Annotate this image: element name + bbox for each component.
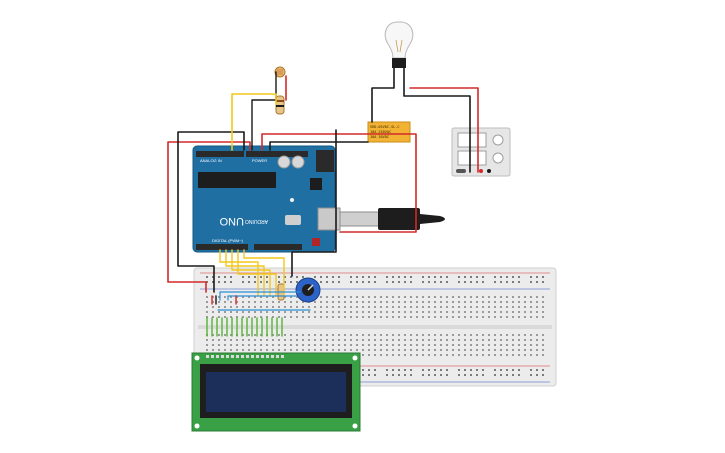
arduino-brand-label: ARDUINO: [245, 218, 268, 224]
relay-label-line2: 10A 250VAC: [370, 130, 391, 134]
photoresistor-icon[interactable]: [274, 66, 286, 78]
arduino-power-label: POWER: [252, 158, 267, 163]
arduino-analog-label: ANALOG IN: [200, 158, 222, 163]
lcd-jumper-wires: [206, 317, 283, 337]
usb-cable[interactable]: [339, 208, 445, 230]
arduino-digital-label: DIGITAL (PWM~): [212, 238, 244, 243]
relay-label-line1: SRD-05VDC-SL-C: [370, 125, 400, 129]
power-supply[interactable]: [451, 127, 511, 177]
lcd-header-pins: [206, 355, 284, 358]
lcd-screen: [206, 372, 346, 412]
wires[interactable]: [167, 67, 479, 337]
lcd-module[interactable]: [191, 352, 361, 432]
arduino-uno[interactable]: UNO ARDUINO DIGITAL (PWM~) ANALOG IN POW…: [192, 145, 341, 253]
relay-module[interactable]: SRD-05VDC-SL-C 10A 250VAC 10A 30VDC: [367, 121, 411, 143]
light-bulb-icon[interactable]: [384, 21, 414, 68]
potentiometer-icon[interactable]: [295, 277, 321, 303]
arduino-model-label: UNO: [219, 215, 244, 227]
resistor[interactable]: [275, 95, 285, 115]
relay-label-line3: 10A 30VDC: [370, 135, 389, 139]
breadboard-holes: [206, 276, 544, 376]
